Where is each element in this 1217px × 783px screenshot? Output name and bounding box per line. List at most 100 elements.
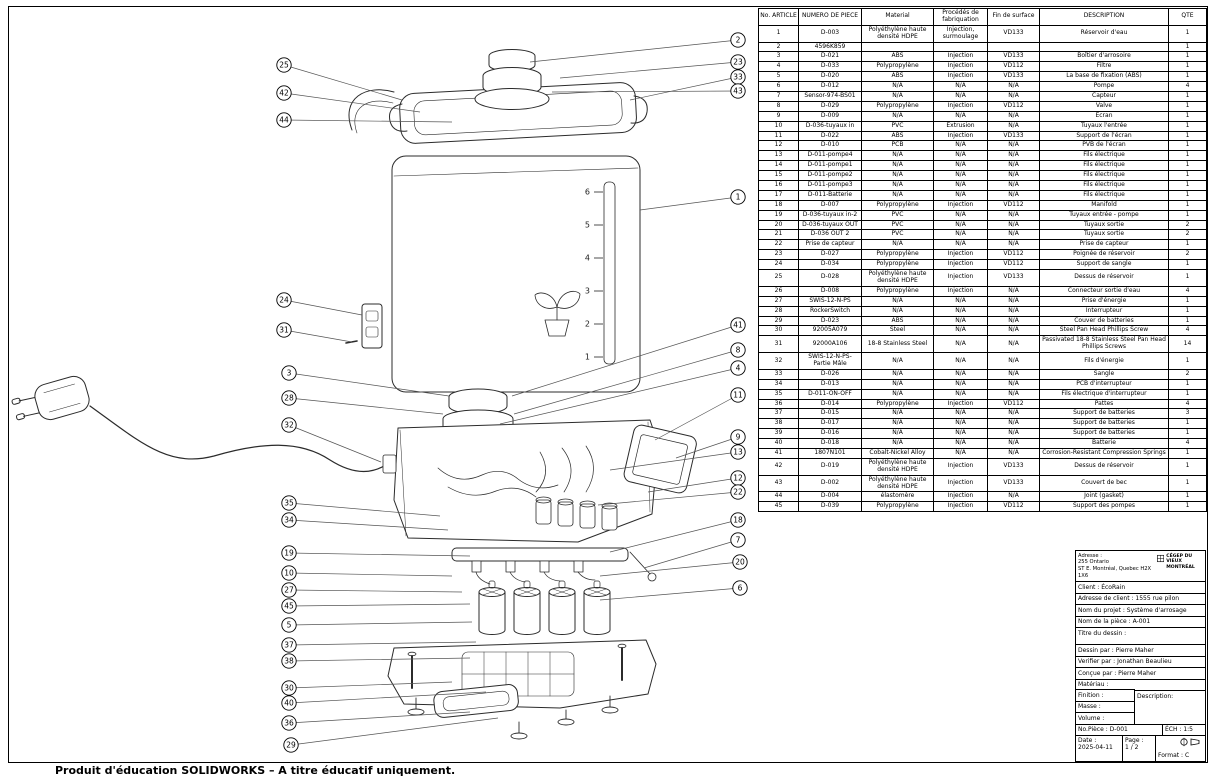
bom-cell: N/A — [861, 160, 934, 172]
leader-line — [551, 90, 739, 93]
balloon-number: 35 — [284, 499, 294, 508]
bom-cell: 21 — [758, 229, 799, 241]
callout-balloon: 8 — [730, 342, 746, 358]
bom-cell: 20 — [758, 219, 799, 231]
bom-cell: PVC — [861, 209, 934, 221]
bom-cell: 1 — [1168, 501, 1207, 513]
bom-cell: 23 — [758, 249, 799, 261]
drawing-title-field: Titre du dessin : — [1075, 627, 1206, 645]
title-block: Adresse : 255 Ontario ST E. Montréal, Qu… — [1075, 550, 1206, 762]
bom-cell: Support de batteries — [1039, 408, 1169, 420]
bom-cell — [861, 41, 934, 53]
bom-cell: Dessus de réservoir — [1039, 457, 1169, 476]
bom-cell: N/A — [987, 110, 1040, 122]
balloon-number: 38 — [284, 657, 294, 666]
bom-cell: D-008 — [798, 285, 862, 297]
bom-cell: N/A — [861, 91, 934, 102]
leader-line — [288, 589, 463, 593]
bom-cell: 1 — [1168, 180, 1207, 191]
bom-cell: Batterie — [1039, 438, 1169, 449]
date-cell: Date : 2025-04-11 — [1075, 734, 1123, 762]
right-handle — [630, 95, 648, 124]
bom-cell: D-023 — [798, 315, 862, 327]
bom-cell: 1 — [1168, 447, 1207, 459]
leader-line — [643, 539, 739, 569]
bom-cell: 9 — [758, 110, 799, 122]
bom-cell: 1 — [1168, 61, 1207, 73]
bom-cell: VD112 — [987, 249, 1040, 261]
callout-balloon: 2 — [730, 32, 746, 48]
bom-cell: N/A — [861, 110, 934, 122]
bom-cell: Manifold — [1039, 199, 1169, 211]
bom-cell: 1 — [1168, 491, 1207, 503]
leader-line — [283, 299, 363, 316]
bom-cell: 18 — [758, 199, 799, 211]
bom-cell: 1 — [1168, 24, 1207, 43]
cegep-logo-line2: VIEUX MONTRÉAL — [1166, 559, 1195, 570]
callout-balloon: 12 — [730, 470, 746, 486]
bom-cell: 3 — [1168, 408, 1207, 420]
bom-cell: N/A — [861, 408, 934, 420]
bom-cell: 10 — [758, 120, 799, 132]
bom-cell: D-010 — [798, 140, 862, 152]
leader-line — [529, 39, 739, 63]
bom-cell: 26 — [758, 285, 799, 297]
bom-cell: Poignée de réservoir — [1039, 249, 1169, 261]
bom-cell: 1 — [1168, 295, 1207, 307]
bom-cell: 42 — [758, 457, 799, 476]
education-disclaimer: Produit d'éducation SOLIDWORKS – A titre… — [55, 764, 456, 777]
address-row: Adresse : 255 Ontario ST E. Montréal, Qu… — [1075, 550, 1206, 582]
balloon-number: 7 — [736, 536, 741, 545]
leader-line — [609, 451, 739, 471]
bom-cell: VD133 — [987, 130, 1040, 142]
callout-balloon: 6 — [732, 580, 748, 596]
bom-cell: D-029 — [798, 100, 862, 112]
bom-cell: N/A — [987, 285, 1040, 297]
bom-cell: N/A — [933, 170, 988, 182]
bom-cell: Sensor-974-BS01 — [798, 91, 862, 102]
bom-cell: N/A — [933, 408, 988, 420]
feet — [407, 695, 619, 740]
bom-cell: N/A — [861, 388, 934, 400]
bom-cell: 24 — [758, 259, 799, 271]
bom-header-cell: QTE — [1168, 8, 1207, 26]
balloon-number: 32 — [284, 421, 294, 430]
leader-line — [288, 397, 444, 415]
leader-line — [513, 349, 739, 415]
bom-cell: Connecteur sortie d'eau — [1039, 285, 1169, 297]
bom-cell: Extrusion — [933, 120, 988, 132]
leader-line — [599, 587, 741, 601]
leader-line — [283, 64, 403, 101]
bom-cell: Support de batteries — [1039, 418, 1169, 430]
bom-cell: 2 — [1168, 249, 1207, 261]
bom-cell: Polypropylène — [861, 61, 934, 73]
bom-cell: VD133 — [987, 51, 1040, 63]
bom-cell: 1 — [1168, 305, 1207, 317]
callout-balloon: 23 — [730, 54, 746, 70]
callout-balloon: 11 — [730, 387, 746, 403]
sheet-border — [8, 6, 1208, 763]
bom-cell: 19 — [758, 209, 799, 221]
bom-cell: Fils d'énergie — [1039, 352, 1169, 370]
bom-cell: N/A — [987, 219, 1040, 231]
callout-balloon: 4 — [730, 360, 746, 376]
balloon-number: 24 — [279, 296, 289, 305]
bom-cell: Tuyaux entrée - pompe — [1039, 209, 1169, 221]
bom-cell: VD133 — [987, 474, 1040, 493]
bom-cell: 4 — [1168, 285, 1207, 297]
bom-cell: N/A — [933, 315, 988, 327]
balloon-number: 44 — [279, 116, 289, 125]
balloon-number: 45 — [284, 602, 294, 611]
leader-line — [288, 603, 471, 607]
balloon-number: 22 — [733, 488, 743, 497]
bom-cell: 4 — [1168, 398, 1207, 410]
bom-cell: N/A — [933, 305, 988, 317]
bom-cell: N/A — [933, 418, 988, 430]
